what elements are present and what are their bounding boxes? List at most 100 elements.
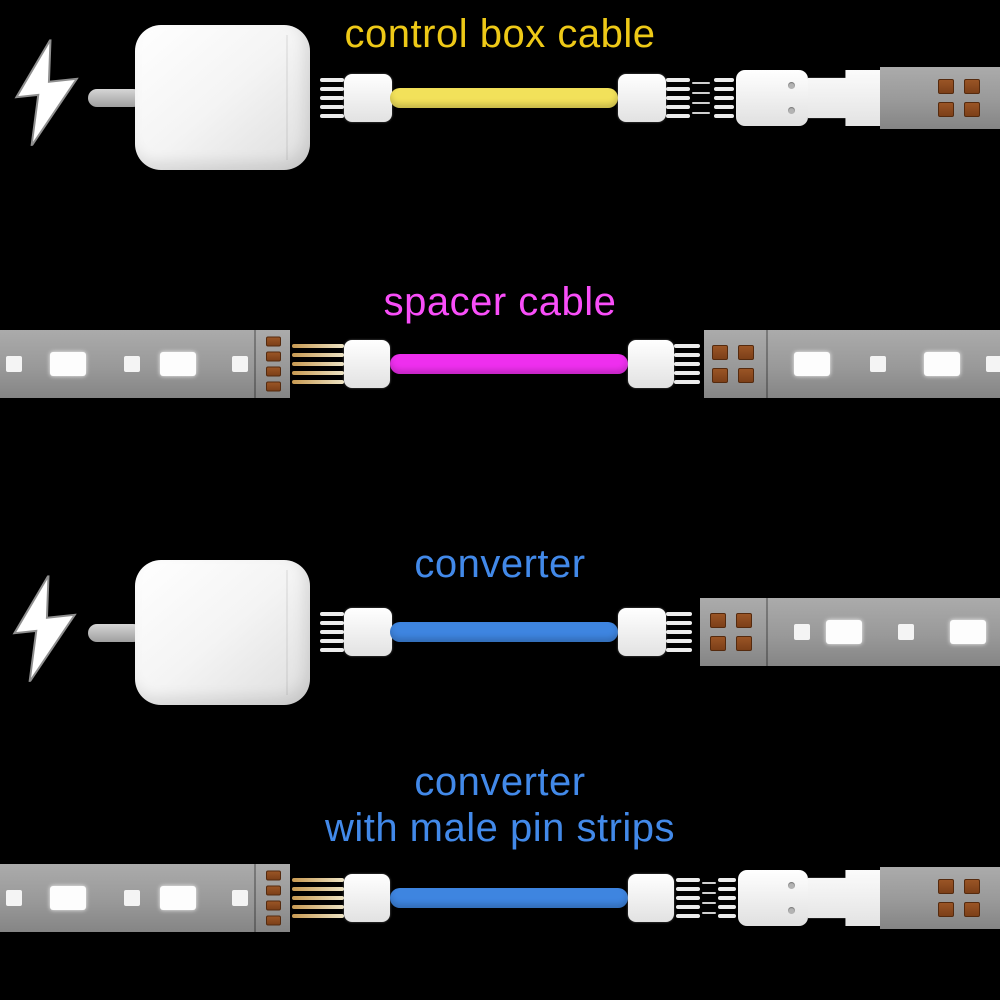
pin-bar <box>666 648 692 652</box>
row-label: control box cable <box>344 12 656 56</box>
copper-pads <box>710 613 752 651</box>
pin-bar <box>676 914 700 918</box>
copper-pad <box>266 900 281 911</box>
copper-pads <box>938 79 980 117</box>
housing-dot <box>788 82 795 89</box>
pin-bar <box>714 78 734 82</box>
power-adapter <box>135 25 310 170</box>
pin-bar <box>666 96 690 100</box>
pin-bar <box>702 902 716 904</box>
strip-cut-line <box>254 864 256 932</box>
adapter-seam <box>286 570 288 695</box>
led-chip <box>50 352 86 376</box>
led-strip <box>700 598 1000 666</box>
adapter-seam <box>286 35 288 160</box>
pin-bar <box>292 380 344 384</box>
pin-bar <box>674 353 700 357</box>
connector-pins <box>320 78 344 118</box>
pin-bar <box>714 114 734 118</box>
led-chip <box>160 352 196 376</box>
copper-pad <box>266 366 281 377</box>
copper-pad <box>964 879 980 894</box>
pin-bar <box>320 630 344 634</box>
pin-bar <box>292 905 344 909</box>
copper-pad <box>266 351 281 362</box>
cable-connector <box>618 74 666 122</box>
led-strip <box>704 330 1000 398</box>
cable-connector <box>628 874 674 922</box>
converter-cable <box>390 888 628 908</box>
pin-bar <box>320 78 344 82</box>
pin-bar <box>674 380 700 384</box>
pin-bar <box>292 887 344 891</box>
cable-connector <box>344 608 392 656</box>
copper-pad <box>266 915 281 926</box>
copper-pads <box>938 879 980 917</box>
pin-bar <box>718 905 736 909</box>
pin-bar <box>674 371 700 375</box>
male-pin-strip <box>692 82 710 114</box>
strip-chip <box>124 356 140 372</box>
pin-bar <box>666 621 692 625</box>
led-strip <box>0 864 290 932</box>
housing-dot <box>788 882 795 889</box>
strip-cut-line <box>766 330 768 398</box>
strip-connector-housing <box>738 870 808 926</box>
strip-chip <box>6 890 22 906</box>
copper-pads <box>712 345 754 383</box>
pin-bar <box>702 882 716 884</box>
pin-bar <box>666 639 692 643</box>
male-pin-strip <box>702 882 716 914</box>
pin-bar <box>292 353 344 357</box>
pin-bar <box>666 105 690 109</box>
copper-pad <box>710 636 726 651</box>
male-pin-strip <box>292 878 344 918</box>
housing-dot <box>788 107 795 114</box>
pin-bar <box>674 362 700 366</box>
pin-bar <box>666 630 692 634</box>
strip-chip <box>124 890 140 906</box>
cable-connector <box>344 74 392 122</box>
pin-bar <box>320 96 344 100</box>
copper-pad <box>938 79 954 94</box>
pin-bar <box>676 878 700 882</box>
copper-pad <box>964 102 980 117</box>
pin-bar <box>320 87 344 91</box>
copper-pad <box>964 79 980 94</box>
pin-bar <box>666 87 690 91</box>
connector-pins <box>666 78 690 118</box>
copper-pad <box>266 381 281 392</box>
strip-chip <box>6 356 22 372</box>
led-chip <box>50 886 86 910</box>
converter-cable <box>390 622 618 642</box>
plug-prong <box>88 89 142 107</box>
connector-pins <box>666 612 692 652</box>
pin-bar <box>718 896 736 900</box>
pin-bar <box>714 105 734 109</box>
cable-connector <box>344 340 390 388</box>
pin-bar <box>676 905 700 909</box>
copper-pad <box>938 902 954 917</box>
control-box-cable <box>390 88 618 108</box>
pin-bar <box>666 78 690 82</box>
strip-chip <box>232 356 248 372</box>
copper-pad <box>712 368 728 383</box>
row-label-line1: converter <box>414 760 586 804</box>
strip-clamp-connector <box>808 70 880 126</box>
copper-pad <box>938 102 954 117</box>
row-label-line2: with male pin strips <box>324 806 676 850</box>
pin-bar <box>666 114 690 118</box>
led-chip <box>160 886 196 910</box>
power-adapter <box>135 560 310 705</box>
copper-pad <box>266 885 281 896</box>
pin-bar <box>702 912 716 914</box>
copper-pad <box>738 345 754 360</box>
strip-clamp-connector <box>808 870 880 926</box>
led-chip <box>950 620 986 644</box>
pin-bar <box>320 612 344 616</box>
cable-connector <box>628 340 674 388</box>
row-label: spacer cable <box>383 280 617 324</box>
copper-pad <box>964 902 980 917</box>
strip-chip <box>794 624 810 640</box>
